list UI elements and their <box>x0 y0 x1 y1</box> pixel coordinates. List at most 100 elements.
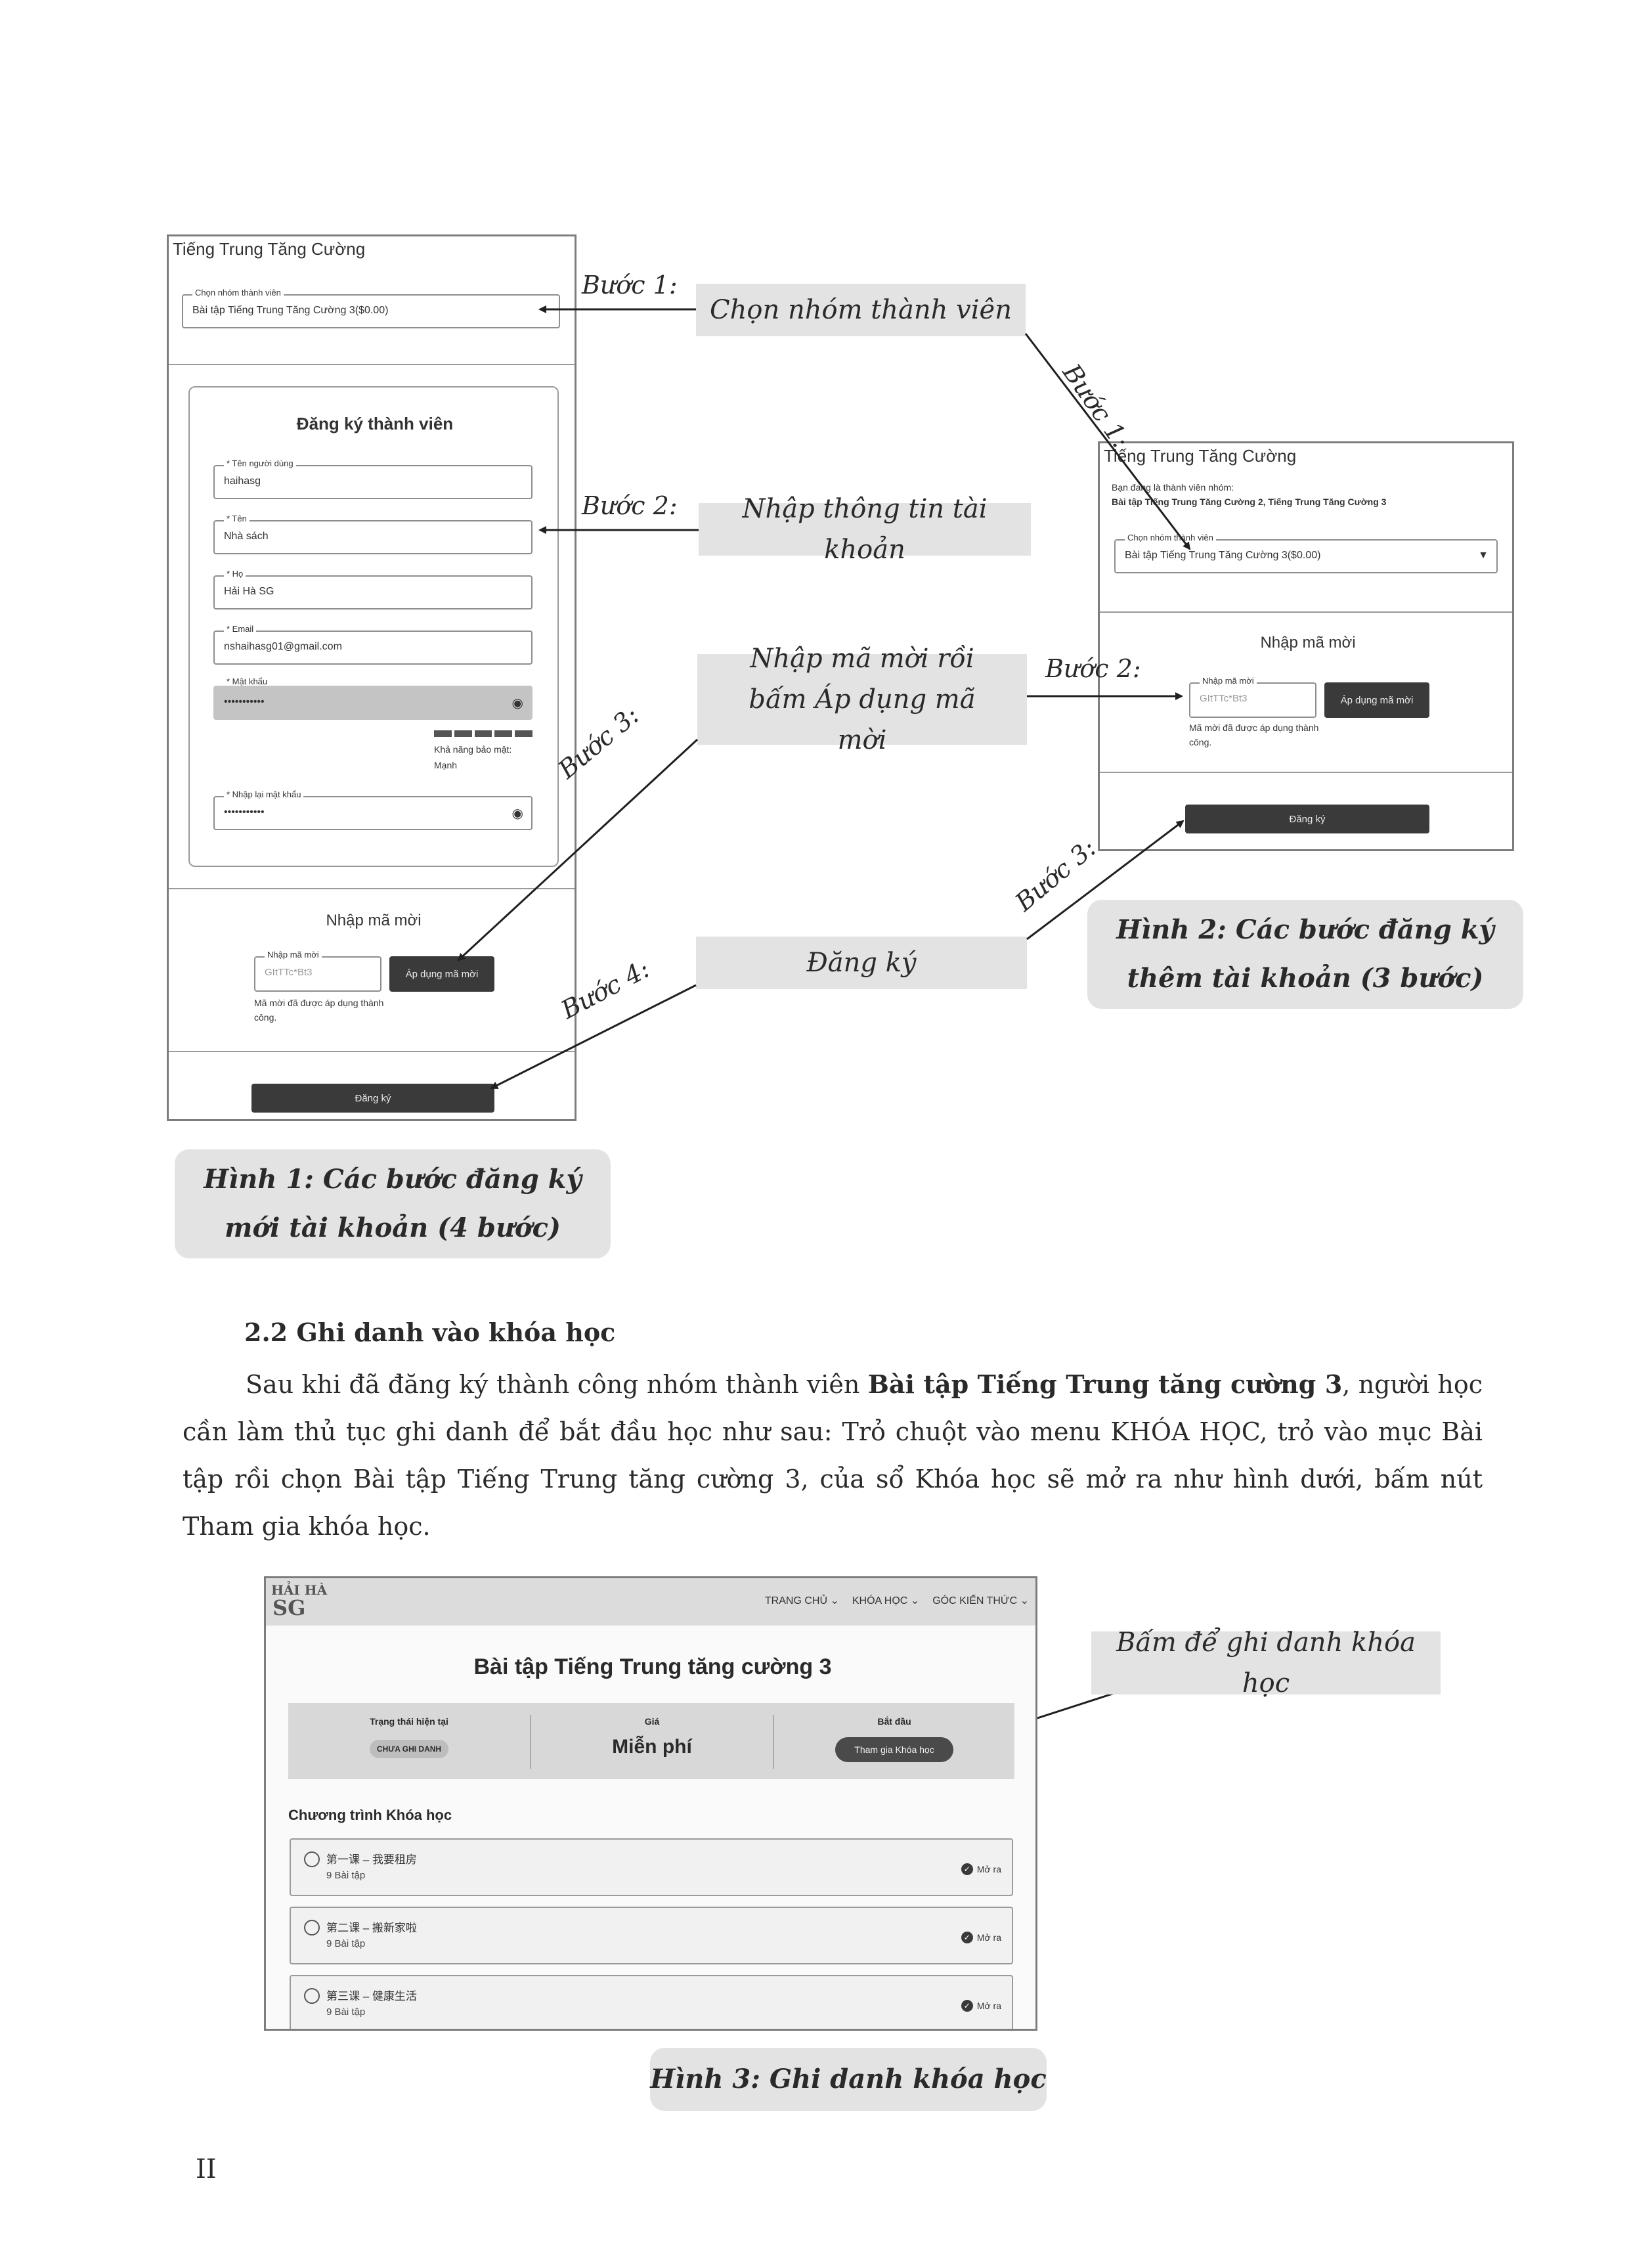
apply-invite-button[interactable]: Áp dụng mã mời <box>389 956 494 992</box>
arrow-step3-fig1 <box>457 738 699 962</box>
nav-item-knowledge-label: GÓC KIẾN THỨC <box>932 1595 1018 1606</box>
lastname-label: * Họ <box>224 569 246 579</box>
figure-1-caption: Hình 1: Các bước đăng ký mới tài khoản (… <box>175 1149 611 1258</box>
apply-invite-button[interactable]: Áp dụng mã mời <box>1324 682 1429 718</box>
nav-item-home[interactable]: TRANG CHỦ ⌄ <box>765 1594 839 1607</box>
callout-choose-group: Chọn nhóm thành viên <box>696 284 1026 336</box>
list-item[interactable]: 第三课 – 健康生活 9 Bài tập ✓Mở ra <box>290 1975 1013 2029</box>
price-value: Miễn phí <box>612 1736 692 1758</box>
paragraph-bold-course: Bài tập Tiếng Trung tăng cường 3 <box>867 1369 1343 1399</box>
status-column: Trạng thái hiện tại CHƯA GHI DANH <box>288 1703 530 1779</box>
main-nav: TRANG CHỦ ⌄ KHÓA HỌC ⌄ GÓC KIẾN THỨC ⌄ <box>765 1594 1029 1607</box>
radio-icon[interactable] <box>304 1988 320 2004</box>
figure-3-caption: Hình 3: Ghi danh khóa học <box>650 2048 1047 2111</box>
step-label-fig2-2: Bước 2: <box>1045 654 1141 683</box>
figure-2-screenshot: Tiếng Trung Tăng Cường Bạn đang là thành… <box>1098 441 1514 851</box>
username-label: * Tên người dùng <box>224 458 296 468</box>
lesson-count: 9 Bài tập <box>326 1870 366 1881</box>
email-value: nshaihasg01@gmail.com <box>224 641 342 652</box>
nav-item-courses-label: KHÓA HỌC <box>852 1595 908 1606</box>
member-group-select[interactable]: Chọn nhóm thành viên Bài tập Tiếng Trung… <box>1114 533 1498 573</box>
form-title: Đăng ký thành viên <box>296 414 454 433</box>
member-group-select[interactable]: Chọn nhóm thành viên Bài tập Tiếng Trung… <box>182 288 560 328</box>
confirm-password-field[interactable]: * Nhập lại mật khẩu ••••••••••• ◉ <box>213 789 533 830</box>
chevron-down-icon: ⌄ <box>830 1595 839 1606</box>
paragraph-text-start: Sau khi đã đăng ký thành công nhóm thành… <box>246 1370 868 1399</box>
lesson-status-label: Mở ra <box>976 1932 1001 1943</box>
registration-form-card: Đăng ký thành viên * Tên người dùng haih… <box>188 386 559 867</box>
firstname-value: Nhà sách <box>224 531 269 542</box>
section-heading: 2.2 Ghi danh vào khóa học <box>244 1317 616 1347</box>
firstname-field[interactable]: * Tên Nhà sách <box>213 514 533 554</box>
confirm-password-label: * Nhập lại mật khẩu <box>224 789 304 799</box>
password-strength-value: Mạnh <box>434 760 458 770</box>
confirm-password-value: ••••••••••• <box>224 807 265 818</box>
register-button[interactable]: Đăng ký <box>1185 805 1429 833</box>
radio-icon[interactable] <box>304 1920 320 1936</box>
eye-icon[interactable]: ◉ <box>511 696 523 711</box>
lesson-count: 9 Bài tập <box>326 2006 366 2018</box>
divider <box>169 364 575 365</box>
invite-code-label: Nhập mã mời <box>265 950 322 960</box>
invite-code-input[interactable]: Nhập mã mời GItTTc*Bt3 <box>254 950 381 992</box>
eye-icon[interactable]: ◉ <box>511 807 523 821</box>
password-value: ••••••••••• <box>224 696 265 707</box>
course-title: Bài tập Tiếng Trung tăng cường 3 <box>473 1654 832 1679</box>
password-field[interactable]: * Mật khẩu ••••••••••• ◉ <box>213 676 533 720</box>
start-column: Bắt đầu Tham gia Khóa học <box>774 1703 1014 1779</box>
check-icon: ✓ <box>961 1863 973 1875</box>
chevron-down-icon[interactable]: ▼ <box>1478 550 1489 561</box>
password-label: * Mật khẩu <box>227 676 268 686</box>
lesson-title: 第三课 – 健康生活 <box>326 1990 417 2003</box>
email-field[interactable]: * Email nshaihasg01@gmail.com <box>213 624 533 665</box>
start-label: Bắt đầu <box>877 1716 911 1727</box>
lesson-status: ✓Mở ra <box>961 1932 1001 1943</box>
join-course-button[interactable]: Tham gia Khóa học <box>835 1737 953 1762</box>
list-item[interactable]: 第二课 – 搬新家啦 9 Bài tập ✓Mở ra <box>290 1907 1013 1964</box>
invite-code-label: Nhập mã mời <box>1200 676 1257 686</box>
nav-item-courses[interactable]: KHÓA HỌC ⌄ <box>852 1594 919 1607</box>
logo-top: HẢI HÀ <box>271 1582 328 1598</box>
lesson-count: 9 Bài tập <box>326 1938 366 1949</box>
lastname-value: Hải Hà SG <box>224 586 274 597</box>
figure-1-screenshot: Tiếng Trung Tăng Cường Chọn nhóm thành v… <box>167 234 576 1121</box>
app-title: Tiếng Trung Tăng Cường <box>173 239 366 259</box>
nav-item-knowledge[interactable]: GÓC KIẾN THỨC ⌄ <box>932 1594 1029 1607</box>
divider <box>1100 772 1512 773</box>
lastname-field[interactable]: * Họ Hải Hà SG <box>213 569 533 609</box>
price-column: Giá Miễn phí <box>531 1703 773 1779</box>
status-badge: CHƯA GHI DANH <box>370 1740 448 1758</box>
step-label-fig1-1: Bước 1: <box>582 271 678 299</box>
divider <box>1100 611 1512 613</box>
divider <box>169 888 575 889</box>
lesson-status: ✓Mở ra <box>961 1863 1001 1875</box>
program-title: Chương trình Khóa học <box>288 1807 452 1823</box>
invite-code-title: Nhập mã mời <box>326 912 422 929</box>
page-number: II <box>196 2154 217 2184</box>
callout-register: Đăng ký <box>696 937 1027 989</box>
chevron-down-icon: ⌄ <box>1020 1595 1029 1606</box>
password-strength-label: Khả năng bảo mật: <box>434 744 512 755</box>
divider <box>169 1051 575 1052</box>
status-label: Trạng thái hiện tại <box>370 1716 448 1727</box>
chevron-down-icon: ⌄ <box>910 1595 920 1606</box>
app-title: Tiếng Trung Tăng Cường <box>1104 446 1297 466</box>
register-button[interactable]: Đăng ký <box>251 1084 494 1113</box>
arrow-step4-fig1 <box>490 984 697 1090</box>
check-icon: ✓ <box>961 2000 973 2012</box>
email-label: * Email <box>224 624 257 634</box>
lesson-status: ✓Mở ra <box>961 2000 1001 2012</box>
member-note: Bạn đang là thành viên nhóm: <box>1112 482 1234 493</box>
invite-code-input[interactable]: Nhập mã mời GItTTc*Bt3 <box>1189 676 1316 718</box>
member-group-value: Bài tập Tiếng Trung Tăng Cường 3($0.00) <box>192 305 389 316</box>
invite-code-value: GItTTc*Bt3 <box>265 967 313 978</box>
invite-code-title: Nhập mã mời <box>1260 634 1356 652</box>
lesson-status-label: Mở ra <box>976 2001 1001 2011</box>
list-item[interactable]: 第一课 – 我要租房 9 Bài tập ✓Mở ra <box>290 1838 1013 1896</box>
invite-code-value: GItTTc*Bt3 <box>1200 693 1248 704</box>
radio-icon[interactable] <box>304 1851 320 1867</box>
member-group-value: Bài tập Tiếng Trung Tăng Cường 3($0.00) <box>1125 550 1321 561</box>
username-field[interactable]: * Tên người dùng haihasg <box>213 458 533 499</box>
member-groups: Bài tập Tiếng Trung Tăng Cường 2, Tiếng … <box>1112 497 1387 507</box>
